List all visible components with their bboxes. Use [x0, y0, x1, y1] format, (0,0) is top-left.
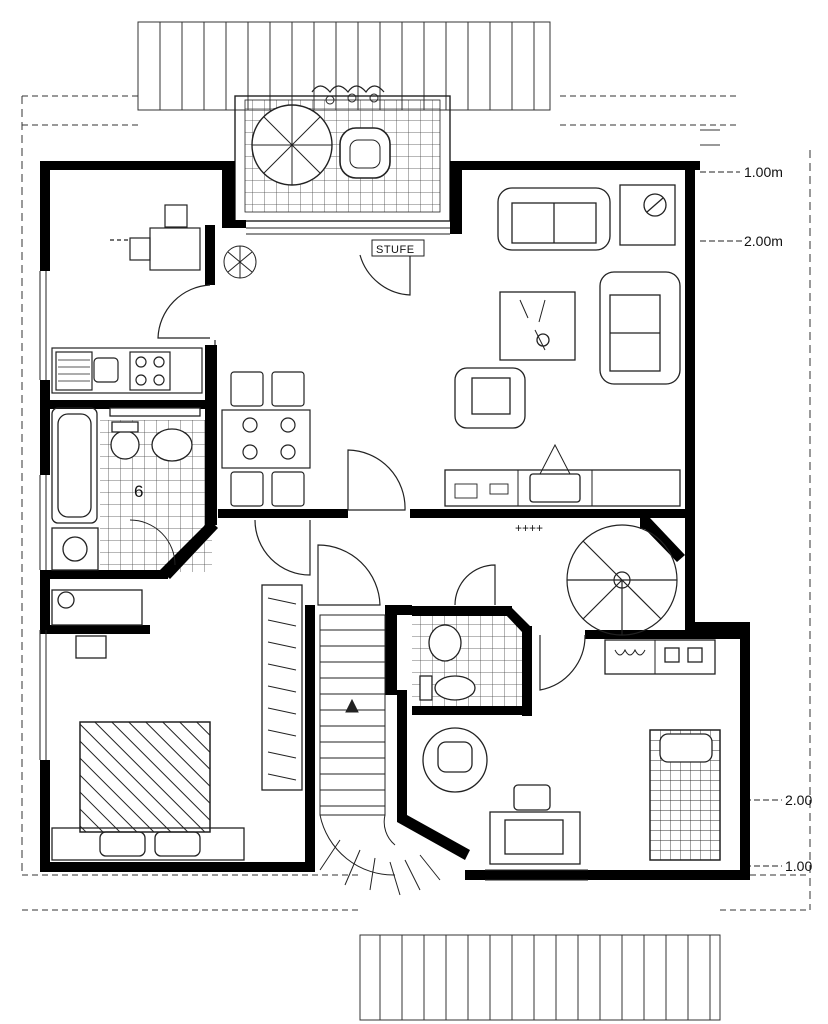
hanger-mark	[267, 707, 297, 715]
staircase	[319, 614, 441, 896]
sofa-right	[599, 271, 681, 385]
balcony	[234, 85, 451, 222]
room-number-label: 6	[134, 482, 143, 501]
living-room	[444, 184, 681, 507]
sink-icon	[93, 357, 119, 383]
wc-toilet	[434, 675, 476, 701]
hanger-mark	[267, 751, 297, 759]
double-bed	[79, 721, 211, 833]
round-armchair	[422, 727, 488, 793]
stair-arrival-marker: ++++	[515, 521, 543, 535]
step-label: STUFE	[376, 244, 415, 256]
lamp-icon	[643, 193, 667, 217]
tv-icon	[529, 473, 581, 503]
bedroom-left	[51, 584, 303, 861]
step-marker: STUFE	[371, 239, 425, 257]
hanger-mark	[267, 685, 297, 693]
wc-sink	[428, 624, 462, 662]
armchair	[454, 367, 526, 429]
bedroom-right	[422, 639, 721, 881]
bedroom-right-shelf	[604, 639, 716, 675]
dimension-label-2m-right: 2.00	[785, 792, 812, 808]
windows	[39, 227, 450, 760]
dimension-label-1m-right: 1.00	[785, 858, 812, 874]
tv-cabinet	[444, 469, 681, 507]
wc	[419, 624, 476, 701]
desk	[489, 811, 581, 865]
dimension-label-1m-top: 1.00m	[744, 164, 783, 180]
dining-table	[221, 409, 311, 469]
stove-icon	[129, 351, 171, 391]
hanger-mark	[267, 597, 297, 605]
hanger-mark	[267, 663, 297, 671]
doors	[157, 240, 586, 691]
dining-set	[221, 371, 311, 507]
kitchen-counter	[51, 347, 203, 394]
walls	[40, 161, 750, 880]
dimension-lines	[700, 171, 782, 867]
bath-sink	[151, 428, 193, 462]
hanger-mark	[267, 619, 297, 627]
coffee-table	[499, 291, 576, 361]
spiral-staircase	[566, 524, 678, 636]
wardrobe	[261, 584, 303, 791]
hanger-mark	[267, 729, 297, 737]
balcony-chair	[339, 127, 391, 179]
sofa-top	[497, 187, 611, 251]
bedroom-left-desk	[51, 589, 143, 626]
hanger-mark	[267, 641, 297, 649]
desk-chair	[513, 784, 551, 811]
bathtub	[51, 407, 98, 524]
toilet-icon	[110, 430, 140, 460]
side-table	[619, 184, 676, 246]
kitchen	[51, 204, 257, 394]
kitchen-table	[149, 227, 201, 271]
washing-machine	[51, 527, 99, 571]
dimension-label-2m-top: 2.00m	[744, 233, 783, 249]
hanger-mark	[267, 773, 297, 781]
bathroom	[51, 407, 201, 571]
